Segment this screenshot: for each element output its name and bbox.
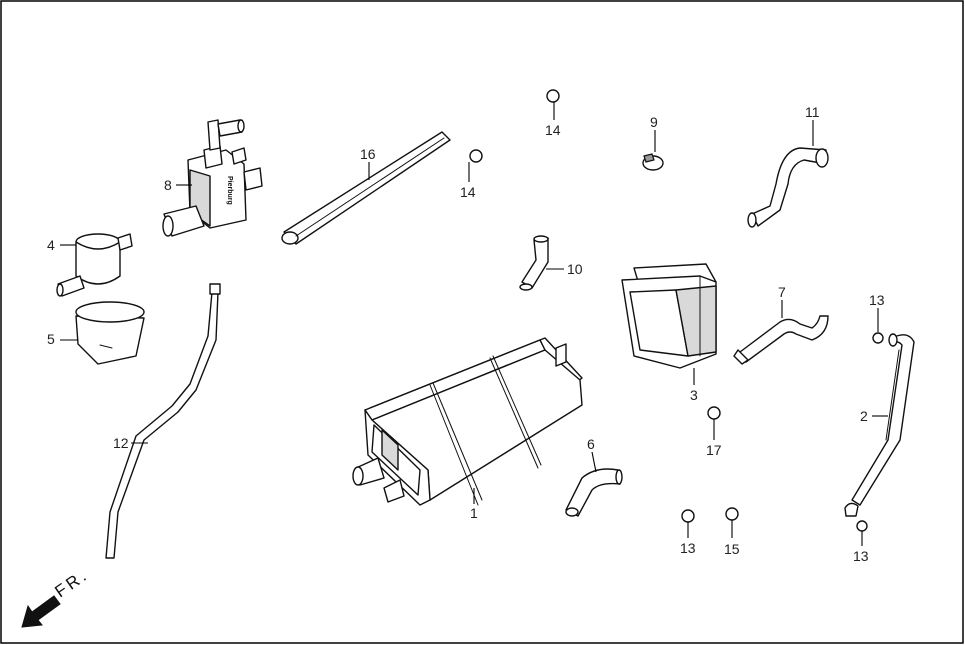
callout-4: 4 <box>47 237 55 253</box>
callout-10: 10 <box>567 261 583 277</box>
part-13-clamp-c <box>856 520 868 532</box>
part-15-clamp <box>725 507 739 521</box>
callout-17: 17 <box>706 442 722 458</box>
callout-9: 9 <box>650 114 658 130</box>
leader-lines <box>60 102 888 546</box>
callout-13-b: 13 <box>680 540 696 556</box>
callout-14-b: 14 <box>460 184 476 200</box>
part-4-filter <box>56 233 133 297</box>
part-14-clamp-a <box>546 89 560 103</box>
callout-11: 11 <box>805 104 820 120</box>
callout-3: 3 <box>690 387 698 403</box>
callout-15: 15 <box>724 541 740 557</box>
part-1-canister <box>352 337 583 506</box>
part-8-solenoid-valve: Pierburg <box>162 119 263 237</box>
callout-2: 2 <box>860 408 868 424</box>
part-5-holder <box>75 301 145 365</box>
callout-8: 8 <box>164 177 172 193</box>
callout-14-a: 14 <box>545 122 561 138</box>
front-arrow-icon <box>21 595 61 628</box>
part-12-pipe <box>105 283 221 559</box>
part-9-clamp <box>642 153 664 171</box>
callout-12: 12 <box>113 435 129 451</box>
callout-13-a: 13 <box>869 292 885 308</box>
callout-7: 7 <box>778 284 786 300</box>
callout-1: 1 <box>470 505 478 521</box>
part-3-bracket <box>621 263 717 369</box>
part-14-clamp-b <box>469 149 483 163</box>
callout-16: 16 <box>360 146 376 162</box>
part-16-strap <box>281 131 451 245</box>
part-17-clamp <box>707 406 721 420</box>
callout-5: 5 <box>47 331 55 347</box>
callout-13-c: 13 <box>853 548 869 564</box>
part-11-hose <box>747 147 829 228</box>
solenoid-brand-label: Pierburg <box>226 176 233 205</box>
part-13-clamp-b <box>681 509 695 523</box>
part-10-elbow-hose <box>519 235 549 291</box>
part-6-elbow-hose <box>565 468 623 517</box>
part-2-hose <box>844 333 915 517</box>
part-13-clamp-a <box>872 332 884 344</box>
part-7-hose <box>733 315 829 365</box>
callout-6: 6 <box>587 436 595 452</box>
